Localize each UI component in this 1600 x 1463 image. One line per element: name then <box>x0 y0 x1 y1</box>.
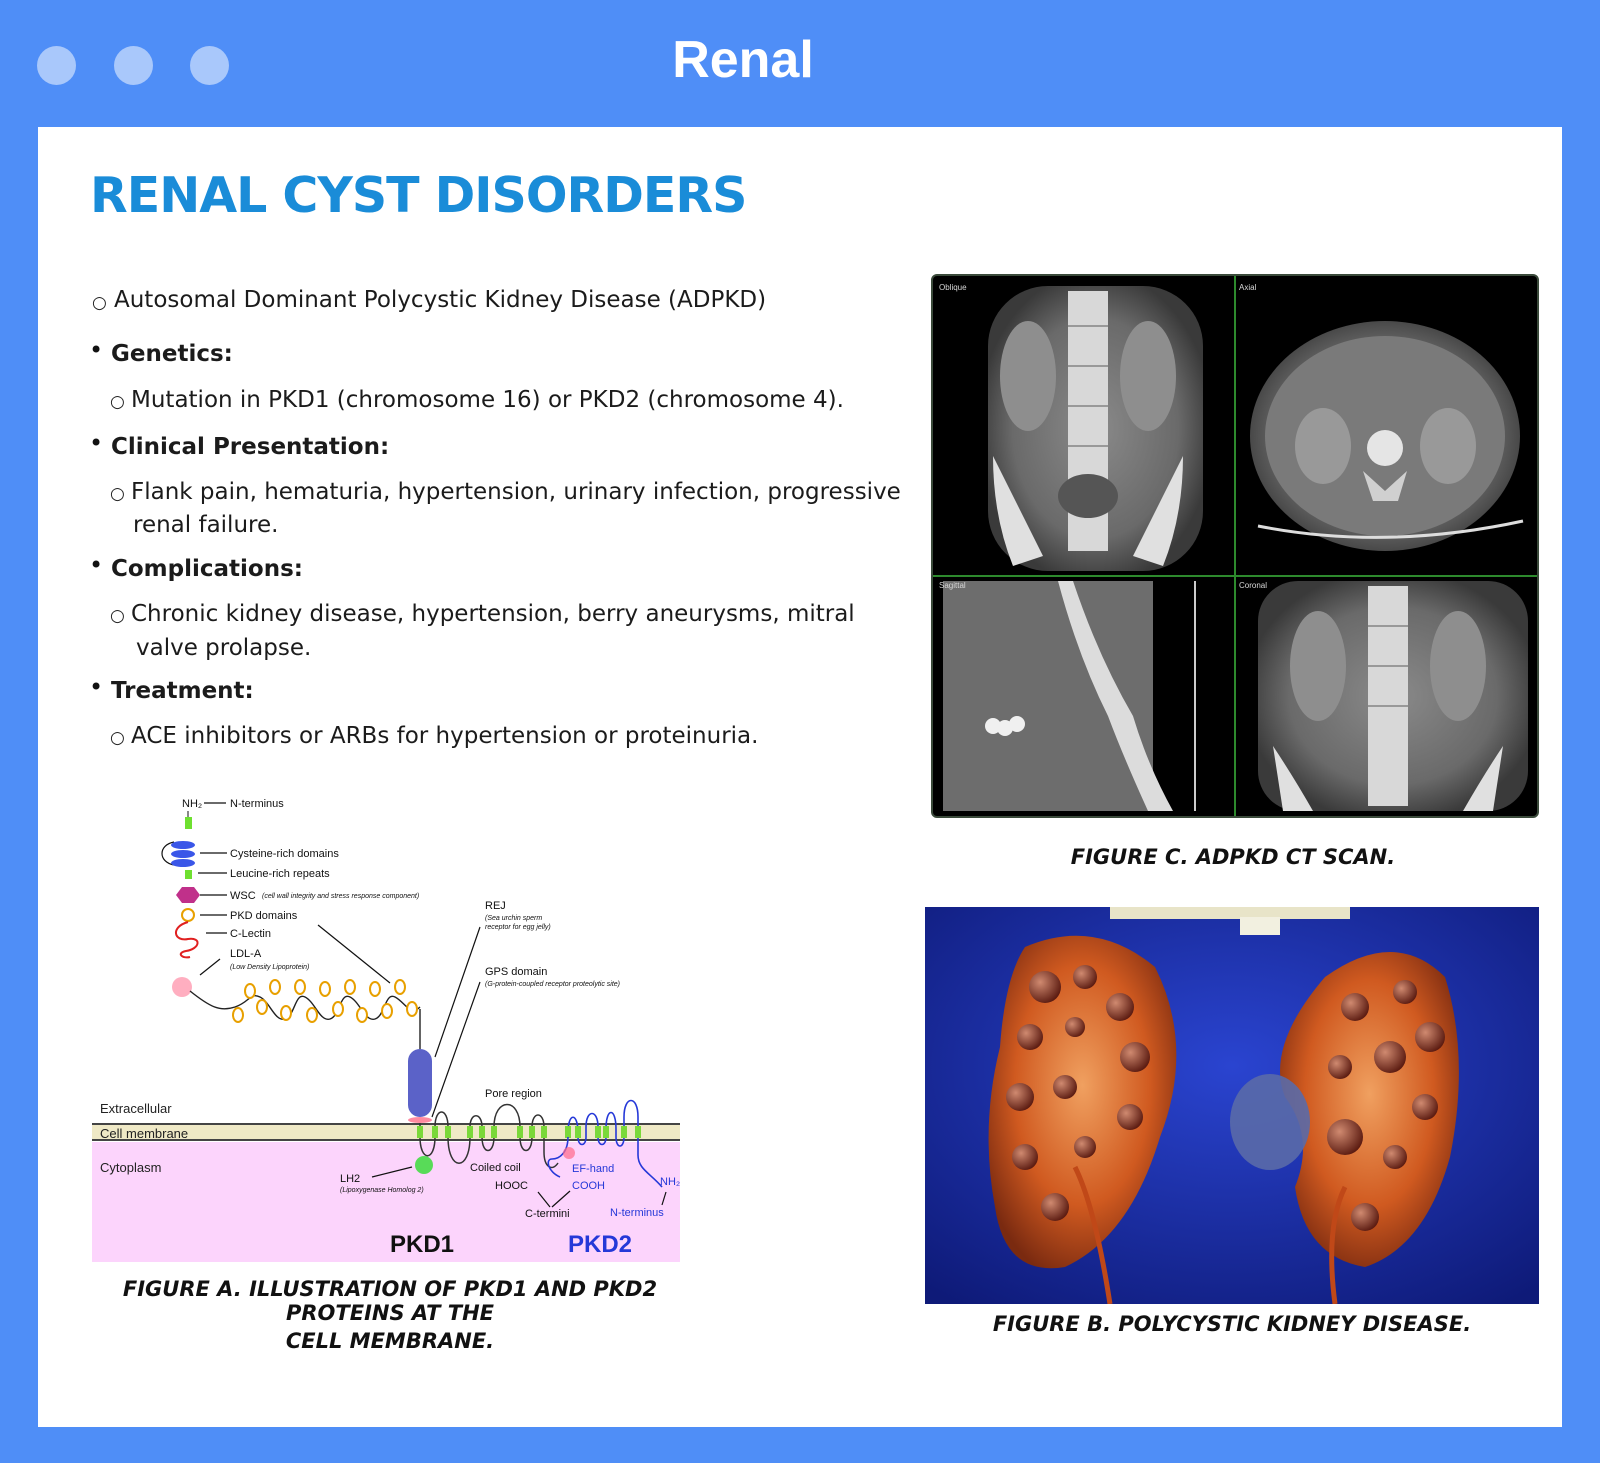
label-gps: GPS domain <box>485 966 547 978</box>
hollow-bullet-icon: ○ <box>110 392 125 412</box>
section-line: renal failure. <box>133 512 279 538</box>
ct-panel-oblique <box>988 286 1203 571</box>
label-cytoplasm: Cytoplasm <box>100 1160 161 1175</box>
label-rej-note: receptor for egg jelly) <box>485 924 551 931</box>
kidney-right <box>1280 952 1459 1267</box>
ct-label-oblique: Oblique <box>939 283 967 292</box>
label-c-termini: C-termini <box>525 1208 570 1220</box>
label-hooc: HOOC <box>495 1180 528 1192</box>
label-wsc-note: (cell wall integrity and stress response… <box>262 893 419 900</box>
cytoplasm-region <box>92 1142 680 1262</box>
window-title: Renal <box>672 31 814 89</box>
label-ldl-a-note: (Low Density Lipoprotein) <box>230 964 309 971</box>
ct-panel-axial <box>1250 321 1524 551</box>
label-rej: REJ <box>485 900 506 912</box>
hollow-bullet-icon: ○ <box>110 728 125 748</box>
bullet-icon: • <box>89 429 104 457</box>
ct-panel-sagittal <box>943 581 1196 811</box>
label-coiled-coil: Coiled coil <box>470 1162 521 1174</box>
section-line: Chronic kidney disease, hypertension, be… <box>131 601 855 627</box>
hollow-bullet-icon: ○ <box>110 606 125 626</box>
label-gps-note: (G-protein-coupled receptor proteolytic … <box>485 981 620 988</box>
label-rej-note: (Sea urchin sperm <box>485 915 542 922</box>
section-line: ACE inhibitors or ARBs for hypertension … <box>131 723 759 749</box>
pkd-domain-chain <box>232 979 418 1023</box>
ct-label-axial: Axial <box>1239 283 1257 292</box>
figure-b-caption: FIGURE B. POLYCYSTIC KIDNEY DISEASE. <box>992 1312 1472 1336</box>
figure-b-kidney-photo <box>925 907 1539 1304</box>
label-pkd-domains: PKD domains <box>230 910 298 922</box>
section-title-complications: Complications: <box>111 556 303 582</box>
svg-text:NH₂: NH₂ <box>660 1176 680 1188</box>
page-title: RENAL CYST DISORDERS <box>90 167 747 224</box>
svg-text:NH₂: NH₂ <box>182 798 202 810</box>
figure-a-caption-line: FIGURE A. ILLUSTRATION OF PKD1 AND PKD2 … <box>122 1277 658 1325</box>
label-ldl-a: LDL-A <box>230 948 262 960</box>
bullet-icon: • <box>89 336 104 364</box>
label-extracellular: Extracellular <box>100 1101 172 1116</box>
window-titlebar: Renal <box>0 0 1600 127</box>
label-ef-hand: EF-hand <box>572 1163 614 1175</box>
figure-a-caption-line: CELL MEMBRANE. <box>285 1329 495 1353</box>
label-cysteine: Cysteine-rich domains <box>230 848 339 860</box>
ct-label-coronal: Coronal <box>1239 581 1267 590</box>
ct-label-sagittal: Sagittal <box>939 581 966 590</box>
section-title-genetics: Genetics: <box>111 341 233 367</box>
label-c-lectin: C-Lectin <box>230 928 271 940</box>
bullet-icon: • <box>89 673 104 701</box>
section-title-treatment: Treatment: <box>111 678 254 704</box>
intro-text: Autosomal Dominant Polycystic Kidney Dis… <box>114 287 767 313</box>
hollow-bullet-icon: ○ <box>110 484 125 504</box>
label-n-terminus: N-terminus <box>230 798 284 810</box>
hollow-bullet-icon: ○ <box>92 293 107 313</box>
section-line: Flank pain, hematuria, hypertension, uri… <box>131 479 901 505</box>
label-pkd1: PKD1 <box>390 1231 454 1258</box>
kidney-left <box>988 935 1177 1269</box>
label-pore-region: Pore region <box>485 1088 542 1100</box>
window-control-dot[interactable] <box>37 46 76 85</box>
figure-a-caption: FIGURE A. ILLUSTRATION OF PKD1 AND PKD2 … <box>90 1277 690 1353</box>
ct-panel-coronal <box>1258 581 1528 811</box>
window-control-dot[interactable] <box>114 46 153 85</box>
label-pkd2: PKD2 <box>568 1231 632 1258</box>
figure-a-protein-diagram: Extracellular Cell membrane Cytoplasm NH… <box>92 798 680 1262</box>
label-leucine: Leucine-rich repeats <box>230 868 330 880</box>
section-title-clinical: Clinical Presentation: <box>111 434 390 460</box>
content-panel: RENAL CYST DISORDERS ○ Autosomal Dominan… <box>38 127 1562 1427</box>
label-n-terminus-pkd2: N-terminus <box>610 1207 664 1219</box>
label-lh2-note: (Lipoxygenase Homolog 2) <box>340 1187 424 1194</box>
label-cooh: COOH <box>572 1180 605 1192</box>
section-line: Mutation in PKD1 (chromosome 16) or PKD2… <box>131 387 844 413</box>
bullet-icon: • <box>89 551 104 579</box>
figure-c-caption: FIGURE C. ADPKD CT SCAN. <box>1070 845 1396 869</box>
label-wsc: WSC <box>230 890 256 902</box>
rej-domain <box>408 1049 432 1117</box>
label-cell-membrane: Cell membrane <box>100 1126 188 1141</box>
label-lh2: LH2 <box>340 1173 360 1185</box>
window-control-dot[interactable] <box>190 46 229 85</box>
figure-c-ct-scan: Oblique Axial Sagittal Coronal <box>931 274 1539 818</box>
section-line: valve prolapse. <box>136 635 312 661</box>
